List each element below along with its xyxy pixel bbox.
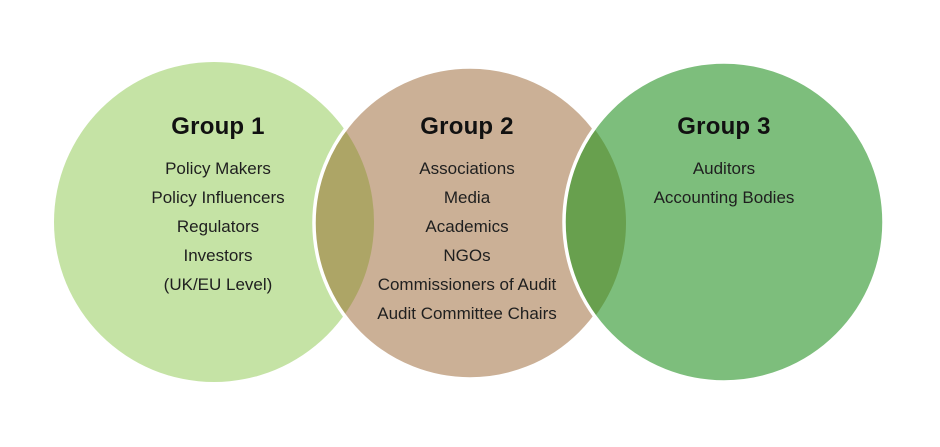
group2-group3-overlap: [563, 128, 627, 317]
group1-group2-overlap: [314, 129, 375, 316]
group3-circle-outline: [562, 60, 886, 384]
group1-circle: [54, 62, 374, 382]
group3-circle: [564, 62, 884, 382]
group2-circle: [314, 67, 626, 379]
